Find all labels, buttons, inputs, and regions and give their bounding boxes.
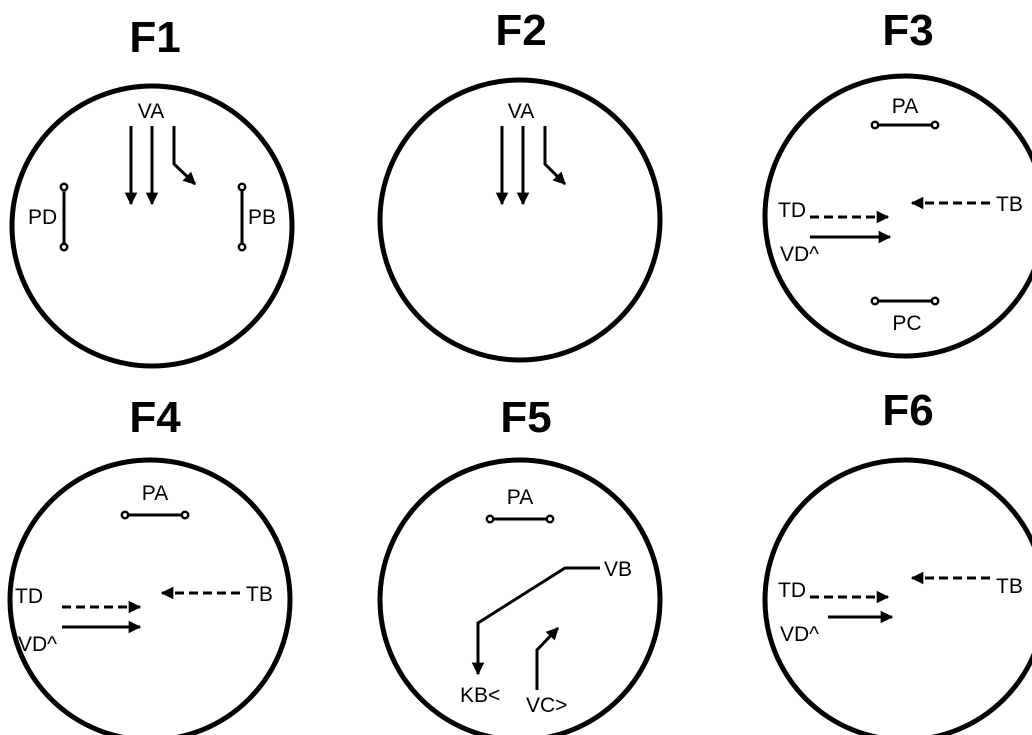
arrow-vc — [535, 626, 560, 690]
arrow-bent — [172, 126, 197, 186]
label-vd: VD^ — [18, 633, 57, 656]
label-va: VA — [508, 100, 534, 123]
panel-title: F4 — [129, 393, 181, 442]
panel-f2: F2 VA — [377, 6, 663, 363]
field-circle — [377, 77, 663, 363]
label-td: TD — [778, 199, 806, 222]
field-circle — [762, 457, 1032, 735]
panel-title: F1 — [129, 13, 180, 62]
label-kb: KB< — [460, 684, 500, 707]
field-circle — [9, 83, 295, 369]
panel-f3: F3 PA TD TB VD^ PC — [762, 6, 1032, 359]
arrow-vb-path — [471, 566, 600, 676]
field-circle — [762, 73, 1032, 359]
label-pa: PA — [142, 482, 168, 505]
field-circle — [377, 457, 663, 735]
panel-title: F2 — [495, 6, 546, 55]
field-circle — [7, 457, 293, 735]
panel-title: F5 — [500, 393, 551, 442]
label-pd: PD — [28, 206, 57, 229]
panel-f6: F6 TD TB VD^ — [762, 386, 1032, 735]
arrow-bent — [543, 126, 567, 186]
label-vd: VD^ — [780, 243, 819, 266]
label-vd: VD^ — [780, 623, 819, 646]
label-pa: PA — [892, 95, 918, 118]
label-pa: PA — [507, 486, 533, 509]
label-pb: PB — [248, 206, 276, 229]
label-tb: TB — [246, 583, 273, 606]
label-pc: PC — [892, 312, 921, 335]
label-td: TD — [15, 585, 43, 608]
label-tb: TB — [996, 575, 1023, 598]
panel-f4: F4 PA TD TB VD^ — [7, 393, 293, 735]
label-va: VA — [138, 100, 164, 123]
label-vc: VC> — [526, 694, 567, 717]
panel-title: F6 — [882, 386, 933, 435]
label-tb: TB — [996, 193, 1023, 216]
label-td: TD — [778, 579, 806, 602]
panel-f1: F1 VA PD PB — [9, 13, 295, 369]
panel-title: F3 — [882, 6, 933, 55]
label-vb: VB — [604, 558, 632, 581]
panel-f5: F5 PA VB KB< VC> — [377, 393, 663, 735]
